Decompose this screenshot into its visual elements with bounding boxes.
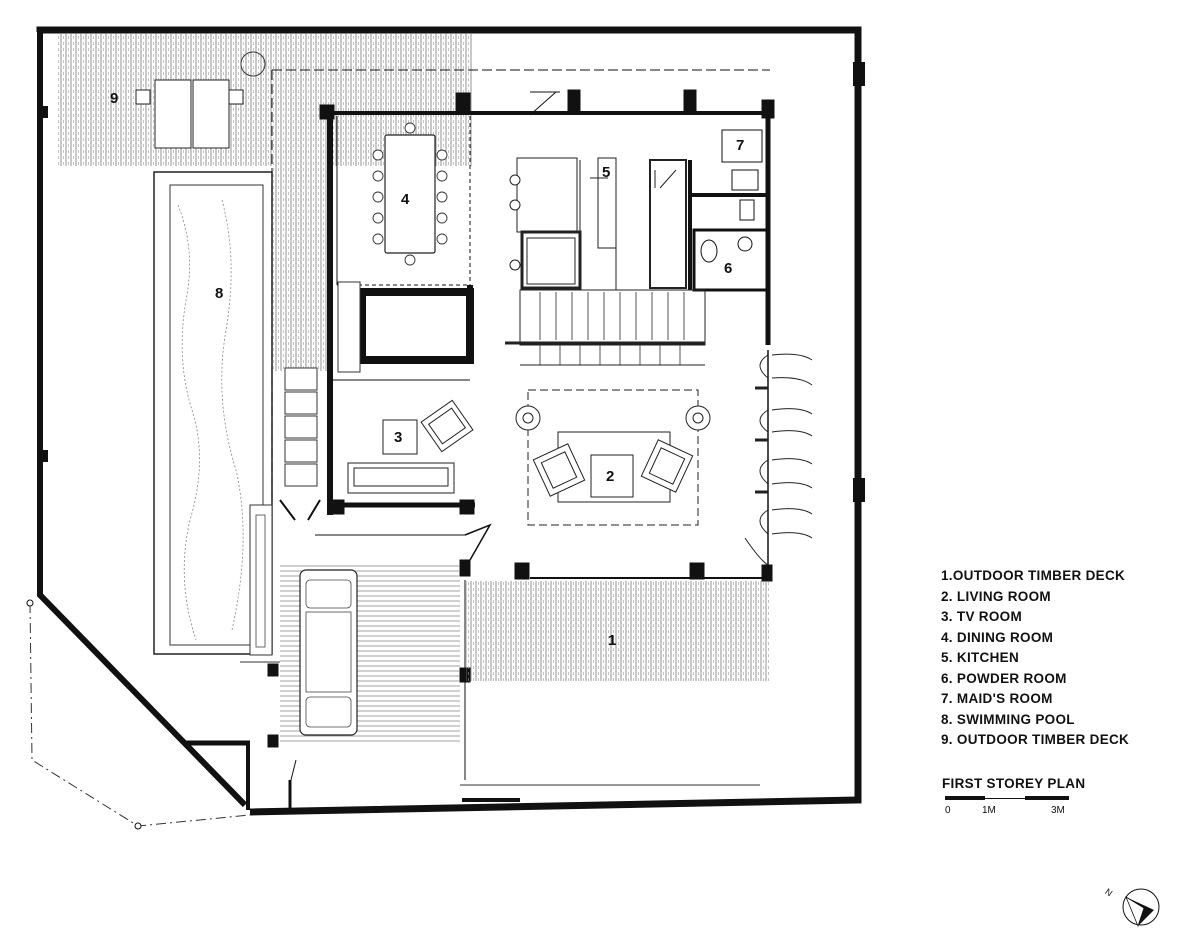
scale-label-0: 0 — [945, 805, 951, 816]
room-number-1: 1 — [608, 632, 616, 649]
room-number-5: 5 — [602, 164, 610, 181]
scale-label-1m: 1M — [982, 805, 996, 816]
maids-room-7: 7 — [688, 129, 768, 290]
legend-item-outdoor-timber-deck-1: 1.OUTDOOR TIMBER DECK — [941, 568, 1126, 583]
kitchen-5: 5 — [509, 157, 687, 290]
tv-room-3: 3 — [347, 399, 474, 494]
room-number-2: 2 — [606, 468, 614, 485]
north-arrow-icon: N — [1104, 886, 1160, 928]
swimming-pool-8: 8 — [153, 171, 273, 656]
legend-item-maids-room: 7. MAID'S ROOM — [941, 691, 1053, 706]
driveway — [240, 562, 760, 802]
legend-item-kitchen: 5. KITCHEN — [941, 650, 1020, 665]
outdoor-timber-deck-1: 1 — [466, 581, 770, 681]
room-number-8: 8 — [215, 285, 223, 302]
legend: 1.OUTDOOR TIMBER DECK 2. LIVING ROOM 3. … — [941, 566, 1196, 751]
house-walls — [267, 69, 775, 780]
plan-title: FIRST STOREY PLAN — [942, 776, 1086, 791]
tv-room-cabinets — [284, 281, 361, 487]
north-label: N — [1104, 886, 1114, 898]
room-number-3: 3 — [394, 429, 402, 446]
folding-doors — [744, 353, 813, 566]
room-number-4: 4 — [401, 191, 410, 208]
boundary-wall — [26, 26, 865, 830]
legend-item-powder-room: 6. POWDER ROOM — [941, 670, 1067, 686]
legend-item-tv-room: 3. TV ROOM — [941, 609, 1023, 624]
legend-item-swimming-pool: 8. SWIMMING POOL — [941, 711, 1075, 727]
legend-item-dining-room: 4. DINING ROOM — [941, 629, 1054, 645]
room-number-9: 9 — [110, 90, 118, 107]
legend-item-outdoor-timber-deck-9: 9. OUTDOOR TIMBER DECK — [941, 732, 1130, 747]
floor-plan: 9 8 — [26, 26, 865, 830]
scale-bar — [945, 796, 1075, 802]
room-number-7: 7 — [736, 137, 744, 154]
powder-room-6: 6 — [692, 228, 770, 292]
staircase — [505, 289, 706, 366]
room-number-6: 6 — [724, 260, 732, 277]
legend-item-living-room: 2. LIVING ROOM — [941, 588, 1051, 604]
living-room-2: 2 — [515, 389, 711, 526]
scale-label-3m: 3M — [1051, 805, 1065, 816]
dining-room-4: 4 — [372, 122, 448, 266]
